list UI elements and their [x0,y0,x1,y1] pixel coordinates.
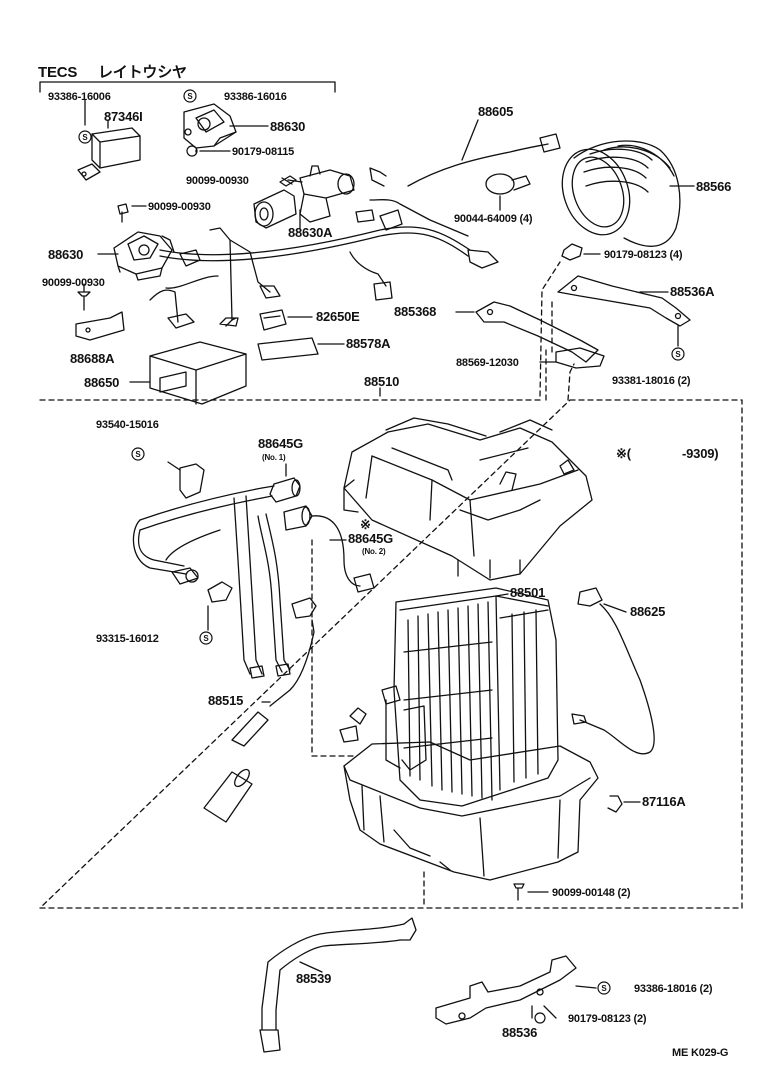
evaporator-88501 [382,588,558,806]
svg-text:S: S [675,350,681,359]
part-88630a: 88630A [288,225,333,240]
part-88569-12030: 88569-12030 [456,357,519,369]
part-88645g-no2: 88645G [348,531,394,546]
drain-hose-88539 [260,918,416,1052]
screw-d [514,884,524,900]
part-93540-15016: 93540-15016 [96,419,159,431]
range-note-to: -9309) [682,446,719,461]
part-90099-00930-b: 90099-00930 [148,201,211,213]
part-88539: 88539 [296,971,332,986]
svg-text:S: S [82,133,88,142]
part-88688a: 88688A [70,351,115,366]
upper-case [344,418,592,580]
relay-87346i [78,128,140,180]
part-88566: 88566 [696,179,732,194]
part-88625: 88625 [630,604,666,619]
part-87116a: 87116A [642,794,686,809]
thermistor-88625 [572,588,654,754]
s-mark-6 [598,982,610,994]
part-90179-08123-4: 90179-08123 (4) [604,249,683,261]
sensor-88630a [254,166,354,228]
svg-text:S: S [135,450,141,459]
part-88630-top: 88630 [270,119,306,134]
page-code: ME K029-G [672,1047,729,1059]
part-90179-08123-2: 90179-08123 (2) [568,1013,647,1025]
part-88630-left: 88630 [48,247,84,262]
part-88536: 88536 [502,1025,538,1040]
wire-harness-88605 [150,134,560,328]
duct-88566 [551,140,680,247]
relay-82650e [260,310,286,330]
switch-88645g-no2 [284,506,374,592]
part-90099-00930-c: 90099-00930 [42,277,105,289]
part-88510: 88510 [364,374,400,389]
part-90099-00930-a: 90099-00930 [186,175,249,187]
s-mark-4 [132,448,144,460]
nut-a [562,244,582,260]
label-no2: (No. 2) [362,547,386,556]
bracket-88536a [558,276,690,326]
part-93381-18016: 93381-18016 (2) [612,375,691,387]
part-88536a: 88536A [670,284,715,299]
part-88645g-no1: 88645G [258,436,304,451]
group-code: TECS [38,64,78,81]
part-93315-16012: 93315-16012 [96,633,159,645]
bracket-88688a [76,312,124,340]
part-93386-16006: 93386-16006 [48,91,111,103]
s-mark-2 [79,131,91,143]
screw-c [78,292,90,310]
switch-88645g-no1 [262,478,300,502]
s-mark-3 [672,348,684,360]
group-kana: レイトウシヤ [98,64,187,81]
sensor-88630-top [184,104,236,148]
pad-88578a [258,338,318,360]
clamp [486,174,530,194]
part-87346i: 87346I [104,109,143,124]
lower-case [340,708,598,880]
screw-b [118,204,128,222]
screw-a [280,176,296,186]
part-88578a: 88578A [346,336,391,351]
range-note-mark: ※( [616,446,631,461]
amplifier-88650 [150,342,246,404]
bracket-88536 [436,956,576,1024]
enclosure-88510 [40,400,742,908]
part-88605: 88605 [478,104,514,119]
part-90044-64009: 90044-64009 (4) [454,213,533,225]
svg-text:S: S [601,984,607,993]
sensor-88630-left [114,232,174,280]
part-90099-00148: 90099-00148 (2) [552,887,631,899]
nut-mark-2 [535,1013,545,1023]
part-90179-08115: 90179-08115 [232,146,295,158]
tecs-bracket [40,82,335,92]
part-88501: 88501 [510,585,546,600]
asterisk-mark: ※ [360,517,371,532]
part-88515: 88515 [208,693,244,708]
s-mark-5 [200,632,212,644]
svg-text:S: S [187,92,193,101]
pipes [133,464,290,678]
part-82650e: 82650E [316,309,360,324]
part-88650: 88650 [84,375,120,390]
part-93386-16016: 93386-16016 [224,91,287,103]
part-88536b: 885368 [394,304,437,319]
svg-text:S: S [203,634,209,643]
clip-87116a [608,796,622,812]
part-93386-18016: 93386-18016 (2) [634,983,713,995]
bracket-88536b [476,302,598,362]
label-no1: (No. 1) [262,453,286,462]
sensor-88515 [204,598,316,822]
s-mark-1 [184,90,196,102]
nut-mark-1 [187,146,197,156]
